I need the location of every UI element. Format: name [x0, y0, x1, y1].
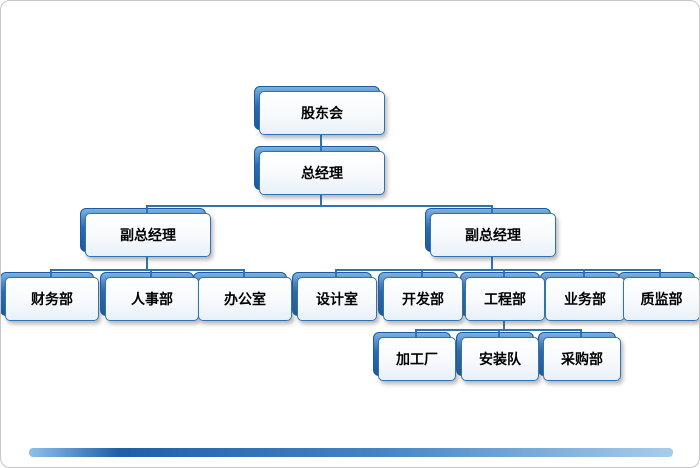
- org-node-design-room: 设计室: [292, 272, 377, 321]
- org-node-label: 安装队: [479, 352, 521, 368]
- connector-to-quality: [659, 269, 661, 277]
- connector-deputy-left-horizontal: [50, 269, 245, 271]
- org-node-label: 开发部: [402, 292, 444, 308]
- org-node-label: 采购部: [561, 352, 603, 368]
- org-node-label: 设计室: [316, 292, 358, 308]
- org-node-label: 工程部: [484, 292, 526, 308]
- org-node-label: 副总经理: [120, 228, 176, 244]
- connector-to-purchasing: [580, 329, 582, 337]
- org-node-general-manager: 总经理: [254, 146, 385, 195]
- connector-deputy-left-down: [146, 255, 148, 269]
- org-node-engineering-dept: 工程部: [460, 272, 545, 321]
- connector-to-deputy-right: [491, 205, 493, 213]
- connector-to-engineering: [503, 269, 505, 277]
- connector-gm-down: [320, 193, 322, 205]
- org-node-label: 办公室: [224, 292, 266, 308]
- connector-to-finance: [50, 269, 52, 277]
- connector-to-business: [583, 269, 585, 277]
- org-node-finance-dept: 财务部: [1, 272, 99, 321]
- connector-shareholders-to-gm: [320, 133, 322, 151]
- org-node-business-dept: 业务部: [540, 272, 625, 321]
- connector-deputy-right-horizontal: [335, 269, 661, 271]
- org-node-label: 财务部: [31, 292, 73, 308]
- org-node-label: 加工厂: [396, 352, 438, 368]
- org-node-deputy-general-manager-left: 副总经理: [80, 208, 211, 257]
- org-node-hr-dept: 人事部: [100, 272, 199, 321]
- org-node-deputy-general-manager-right: 副总经理: [425, 208, 556, 257]
- connector-to-installation: [498, 329, 500, 337]
- org-node-label: 业务部: [564, 292, 606, 308]
- org-node-label: 总经理: [301, 166, 343, 182]
- connector-to-factory: [415, 329, 417, 337]
- connector-gm-horizontal: [146, 205, 493, 207]
- org-node-installation-team: 安装队: [456, 332, 539, 381]
- org-node-quality-supervision-dept: 质监部: [618, 272, 699, 321]
- org-node-label: 质监部: [640, 292, 683, 308]
- org-node-label: 人事部: [131, 292, 173, 308]
- org-node-processing-factory: 加工厂: [373, 332, 456, 381]
- connector-to-hr: [150, 269, 152, 277]
- org-node-office: 办公室: [193, 272, 292, 321]
- org-node-development-dept: 开发部: [378, 272, 463, 321]
- org-node-label: 副总经理: [465, 228, 521, 244]
- bottom-accent-bar: [29, 448, 673, 457]
- connector-to-development: [421, 269, 423, 277]
- org-node-purchasing-dept: 采购部: [538, 332, 621, 381]
- connector-to-office: [243, 269, 245, 277]
- connector-to-deputy-left: [146, 205, 148, 213]
- org-node-shareholders-meeting: 股东会: [254, 86, 385, 135]
- connector-deputy-right-down: [491, 255, 493, 269]
- connector-to-design: [335, 269, 337, 277]
- org-node-label: 股东会: [301, 106, 343, 122]
- connector-engineering-down: [503, 319, 505, 329]
